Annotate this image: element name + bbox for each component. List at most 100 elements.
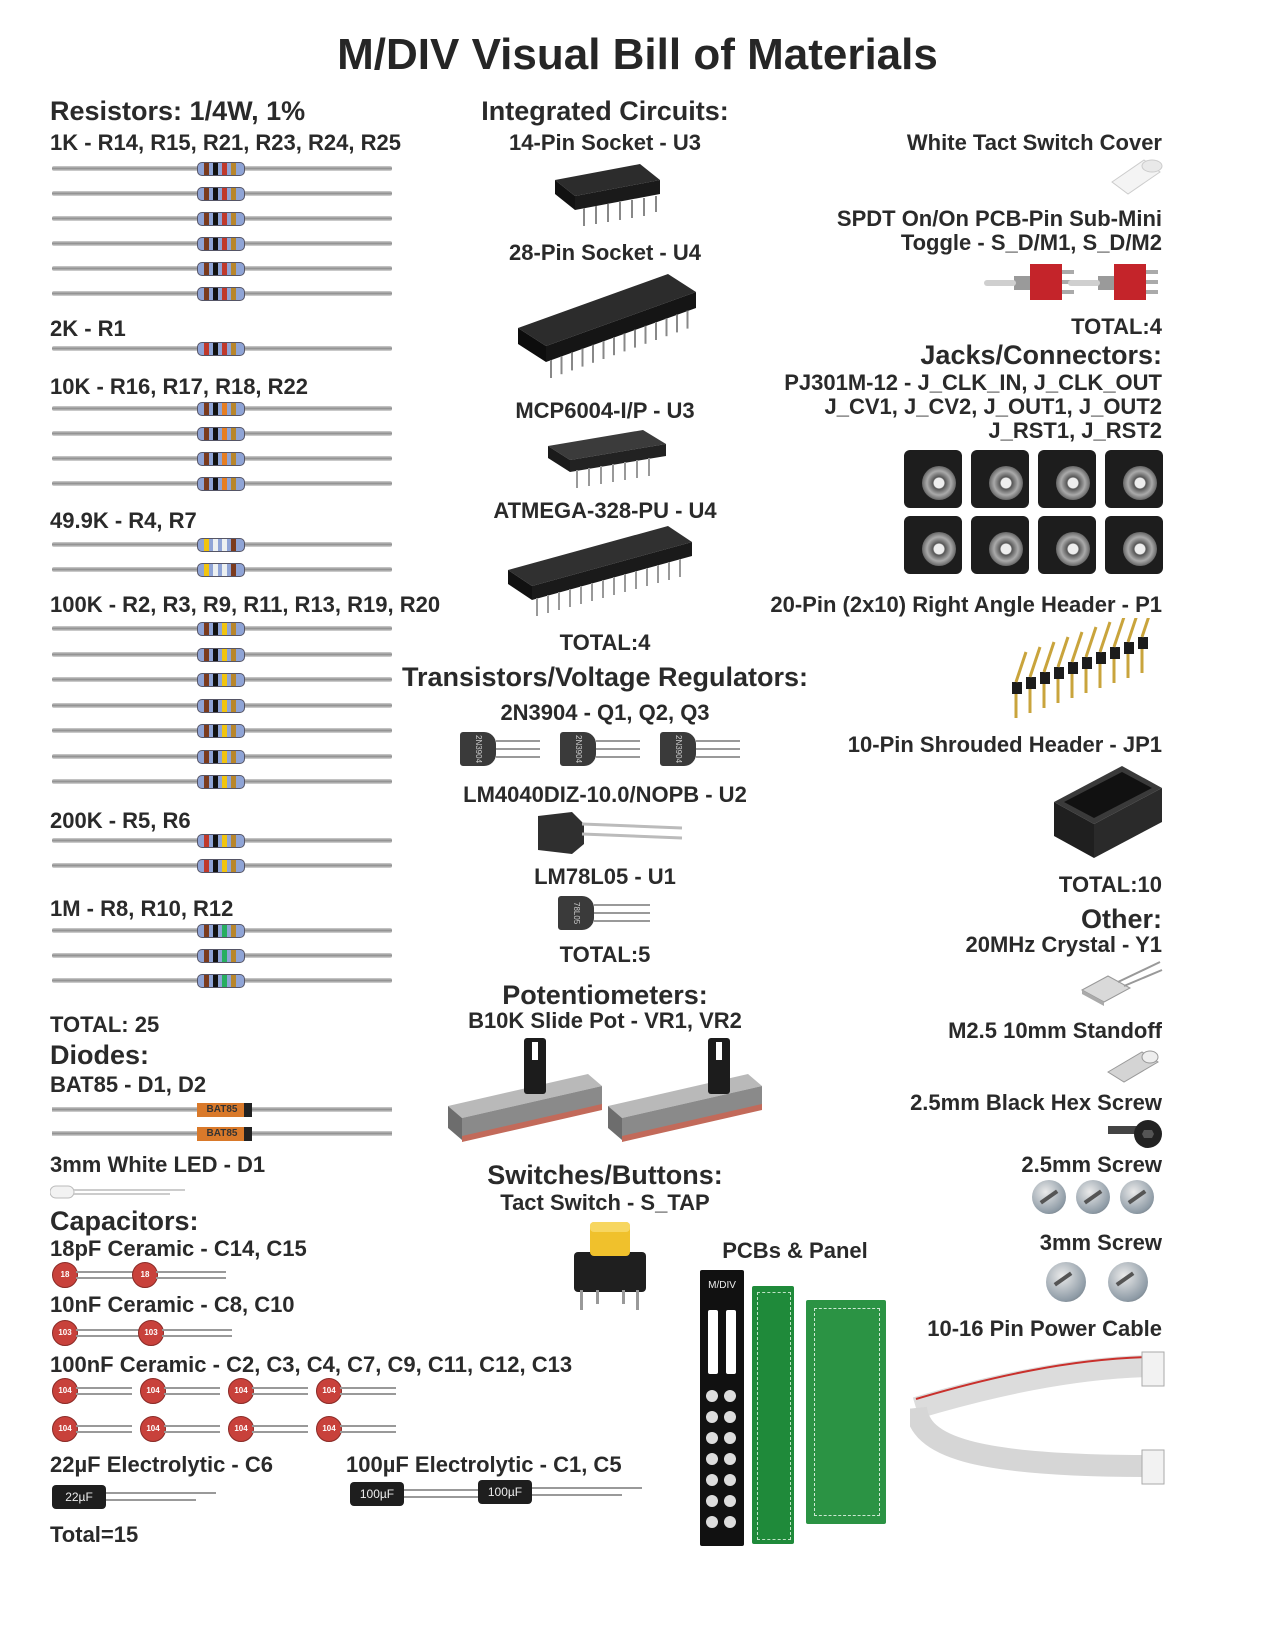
ics-heading: Integrated Circuits: bbox=[481, 96, 729, 126]
screw-3mm bbox=[1046, 1262, 1086, 1302]
resistors-heading: Resistors: 1/4W, 1% bbox=[50, 96, 306, 126]
jack-socket bbox=[1038, 516, 1096, 574]
ceramic-capacitor: 104 bbox=[52, 1416, 202, 1442]
resistor bbox=[52, 287, 392, 301]
resistor-group-label: 49.9K - R4, R7 bbox=[50, 508, 197, 533]
pots-heading: Potentiometers: bbox=[502, 980, 708, 1010]
regulator-lm78l05: 78L05 bbox=[558, 896, 650, 930]
switches-heading: Switches/Buttons: bbox=[487, 1160, 723, 1190]
ics-total: TOTAL:4 bbox=[559, 630, 651, 655]
pcb-control-board bbox=[752, 1286, 794, 1544]
atmega-label: ATMEGA-328-PU - U4 bbox=[493, 498, 717, 523]
resistor bbox=[52, 402, 392, 416]
other-heading: Other: bbox=[1081, 904, 1162, 934]
cap-10nf-label: 10nF Ceramic - C8, C10 bbox=[50, 1292, 295, 1317]
socket28-label: 28-Pin Socket - U4 bbox=[509, 240, 701, 265]
resistor bbox=[52, 262, 392, 276]
ic-atmega328 bbox=[508, 526, 692, 616]
pcb-main-board bbox=[806, 1300, 886, 1524]
toggle-switches bbox=[984, 264, 1158, 300]
cap-100nf-label: 100nF Ceramic - C2, C3, C4, C7, C9, C11,… bbox=[50, 1352, 573, 1377]
tact-switch bbox=[574, 1222, 646, 1310]
standoff bbox=[1107, 1050, 1159, 1083]
electrolytic-capacitor: 100µF bbox=[350, 1482, 520, 1506]
jack-socket bbox=[1038, 450, 1096, 508]
socket14-label: 14-Pin Socket - U3 bbox=[509, 130, 701, 155]
resistor bbox=[52, 342, 392, 356]
mcp-label: MCP6004-I/P - U3 bbox=[515, 398, 695, 423]
voltage-reference-lm4040 bbox=[538, 812, 683, 854]
elec-22uf-label: 22µF Electrolytic - C6 bbox=[50, 1452, 273, 1477]
white-led bbox=[50, 1185, 185, 1199]
ceramic-capacitor: 104 bbox=[316, 1416, 466, 1442]
hex-screw bbox=[1108, 1120, 1162, 1148]
resistor bbox=[52, 622, 392, 636]
crystal bbox=[1080, 961, 1163, 1006]
resistor bbox=[52, 647, 392, 662]
toggle-total: TOTAL:4 bbox=[1071, 314, 1162, 339]
resistor bbox=[52, 673, 392, 687]
resistors-total: TOTAL: 25 bbox=[50, 1012, 160, 1037]
panel-logo: M/DIV bbox=[708, 1280, 736, 1291]
resistor bbox=[52, 974, 392, 988]
resistor bbox=[52, 212, 392, 226]
ic-socket-28 bbox=[518, 274, 696, 378]
jack-socket bbox=[971, 450, 1029, 508]
ceramic-capacitor: 18 bbox=[52, 1262, 202, 1288]
resistor-group-label: 1M - R8, R10, R12 bbox=[50, 896, 234, 921]
diodes-heading: Diodes: bbox=[50, 1040, 150, 1070]
transistor-2n3904: 2N3904 bbox=[460, 732, 540, 766]
resistor bbox=[52, 427, 392, 441]
tact-switch-label: Tact Switch - S_TAP bbox=[500, 1190, 710, 1215]
right-angle-header bbox=[1012, 618, 1150, 718]
capacitors-heading: Capacitors: bbox=[50, 1206, 199, 1236]
ceramic-capacitor: 18 bbox=[132, 1262, 282, 1288]
transistor-2n3904: 2N3904 bbox=[560, 732, 640, 766]
resistor-group-label: 1K - R14, R15, R21, R23, R24, R25 bbox=[50, 130, 401, 155]
screw-2-5mm bbox=[1076, 1180, 1110, 1214]
resistor bbox=[52, 477, 392, 491]
jacks-label-line2: J_CV1, J_CV2, J_OUT1, J_OUT2 bbox=[824, 394, 1163, 419]
resistor bbox=[52, 834, 392, 848]
shrouded-header bbox=[1054, 766, 1162, 858]
ceramic-capacitor: 104 bbox=[316, 1378, 466, 1404]
ic-mcp6004 bbox=[548, 430, 666, 488]
jacks-heading: Jacks/Connectors: bbox=[920, 340, 1162, 370]
jack-socket bbox=[904, 516, 962, 574]
resistor-group-label: 100K - R2, R3, R9, R11, R13, R19, R20 bbox=[50, 592, 441, 617]
ceramic-capacitor: 103 bbox=[52, 1320, 202, 1346]
resistor bbox=[52, 724, 392, 738]
screw3-label: 3mm Screw bbox=[1039, 1230, 1162, 1255]
electrolytic-capacitor: 22µF bbox=[52, 1485, 222, 1509]
ceramic-capacitor: 104 bbox=[140, 1416, 290, 1442]
lm78-label: LM78L05 - U1 bbox=[534, 864, 676, 889]
transistors-total: TOTAL:5 bbox=[559, 942, 651, 967]
crystal-label: 20MHz Crystal - Y1 bbox=[965, 932, 1162, 957]
resistor bbox=[52, 187, 392, 201]
power-cable bbox=[910, 1351, 1165, 1485]
resistor bbox=[52, 949, 392, 963]
elec-100uf-label: 100µF Electrolytic - C1, C5 bbox=[346, 1452, 622, 1477]
lm4040-label: LM4040DIZ-10.0/NOPB - U2 bbox=[463, 782, 747, 807]
toggle-label-line1: SPDT On/On PCB-Pin Sub-Mini bbox=[836, 206, 1162, 231]
ceramic-capacitor: 104 bbox=[52, 1378, 202, 1404]
tact-switch-cover bbox=[1111, 159, 1163, 195]
toggle-label-line2: Toggle - S_D/M1, S_D/M2 bbox=[900, 230, 1162, 255]
ceramic-capacitor: 103 bbox=[138, 1320, 288, 1346]
resistor bbox=[52, 452, 392, 466]
resistor-group-label: 200K - R5, R6 bbox=[50, 808, 191, 833]
slide-potentiometers bbox=[448, 1038, 762, 1142]
resistor bbox=[52, 859, 392, 873]
resistor-group-label: 2K - R1 bbox=[50, 316, 126, 341]
resistor bbox=[52, 538, 392, 552]
cap-18pf-label: 18pF Ceramic - C14, C15 bbox=[50, 1236, 307, 1261]
diode-bat85: BAT85 bbox=[52, 1103, 392, 1117]
header20-label: 20-Pin (2x10) Right Angle Header - P1 bbox=[770, 592, 1162, 617]
standoff-label: M2.5 10mm Standoff bbox=[948, 1018, 1162, 1043]
ic-socket-14 bbox=[555, 164, 660, 226]
power-cable-label: 10-16 Pin Power Cable bbox=[927, 1316, 1162, 1341]
resistor bbox=[52, 749, 392, 764]
jacks-label-line1: PJ301M-12 - J_CLK_IN, J_CLK_OUT bbox=[784, 370, 1162, 395]
bat85-label: BAT85 - D1, D2 bbox=[50, 1072, 207, 1097]
ceramic-capacitor: 104 bbox=[140, 1378, 290, 1404]
